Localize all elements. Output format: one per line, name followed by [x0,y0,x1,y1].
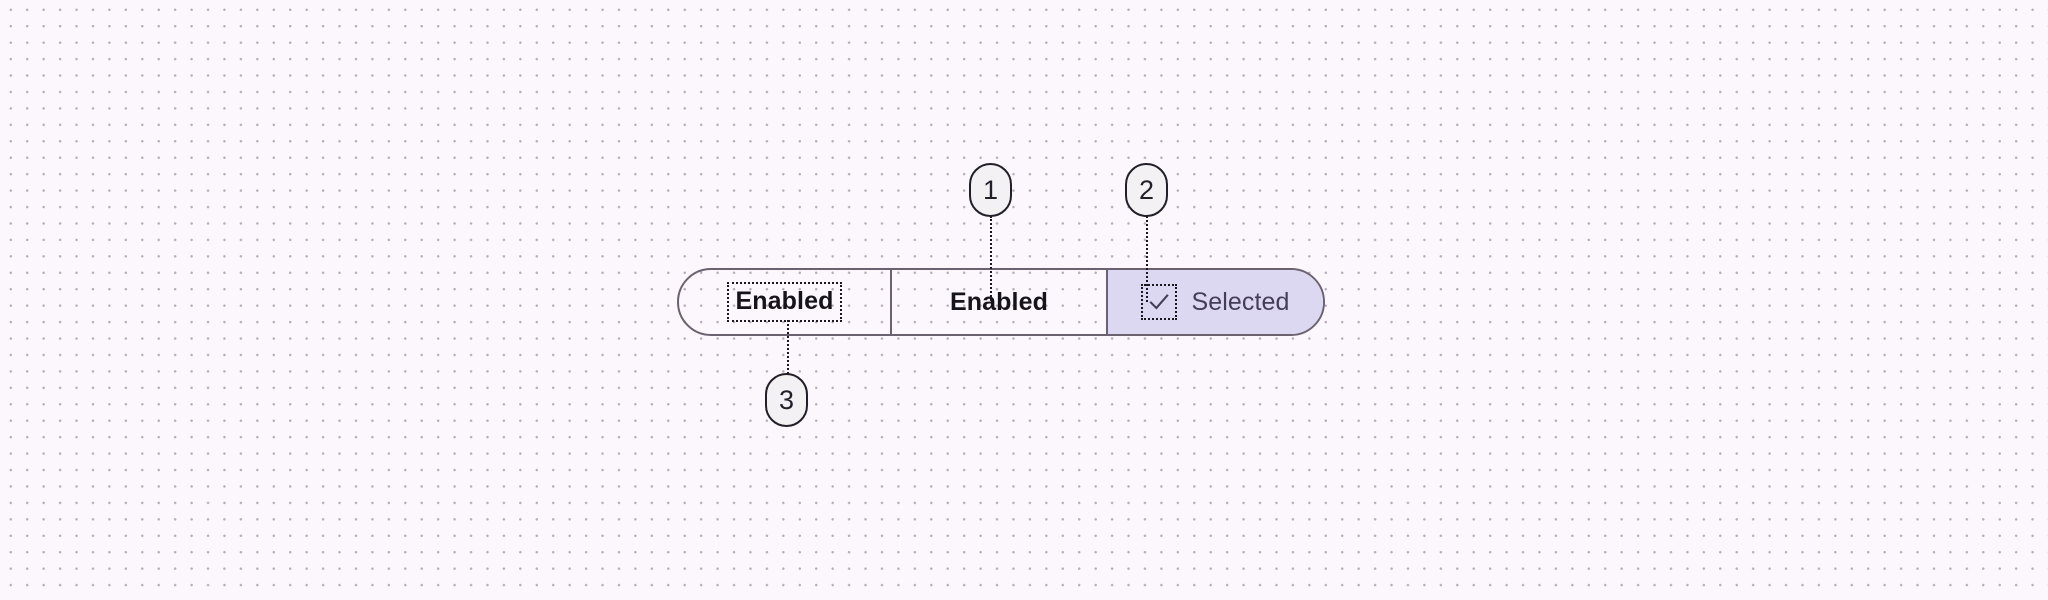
callout-leader-line-3 [787,320,789,374]
segment-label-enabled-focused: Enabled [726,282,843,322]
segment-selected-content: Selected [1141,284,1289,320]
callout-leader-line-1 [990,216,992,301]
segmented-control: Enabled Enabled Selected [677,268,1325,336]
callout-badge-2-number: 2 [1138,174,1155,205]
callout-badge-3: 3 [765,373,808,427]
callout-badge-1-number: 1 [982,174,999,205]
checkmark-icon [1141,284,1178,320]
segment-label-selected: Selected [1191,287,1290,316]
segment-enabled[interactable]: Enabled [890,270,1106,334]
segment-selected[interactable]: Selected [1106,270,1323,334]
callout-badge-1: 1 [969,163,1012,217]
segment-enabled-focused[interactable]: Enabled [679,270,890,334]
callout-badge-2: 2 [1125,163,1168,217]
callout-badge-3-number: 3 [778,384,795,415]
segment-label-enabled: Enabled [950,287,1048,316]
callout-leader-line-2 [1146,216,1148,302]
